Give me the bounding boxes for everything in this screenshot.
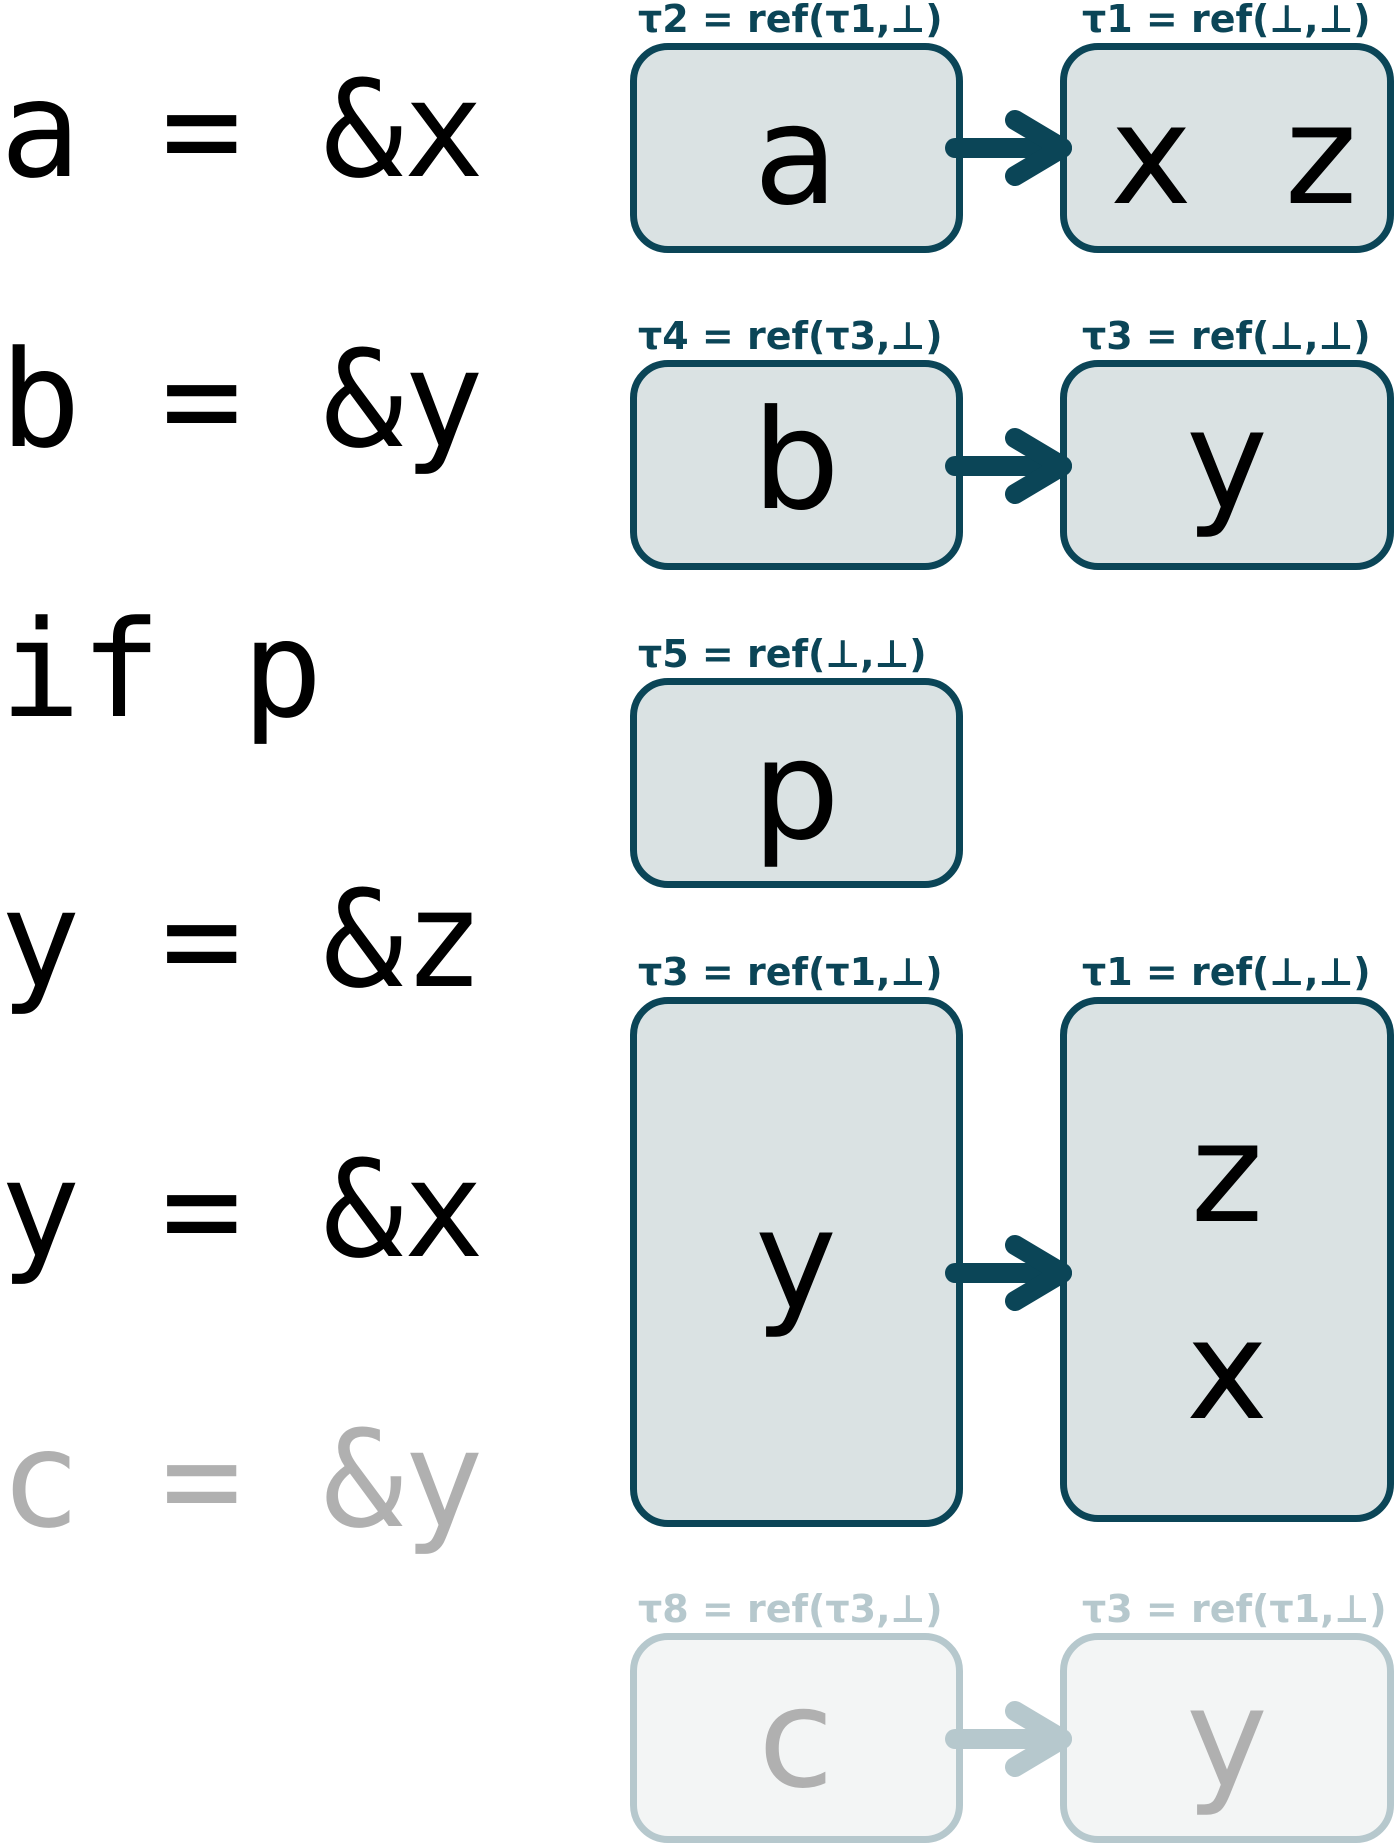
node-var: x xyxy=(1110,75,1192,236)
type-label: τ3 = ref(τ1,⊥) xyxy=(1082,1587,1387,1631)
pointer-arrow xyxy=(945,1235,1072,1311)
node-box xyxy=(1060,43,1394,253)
type-label: τ2 = ref(τ1,⊥) xyxy=(638,0,943,41)
type-label: τ3 = ref(⊥,⊥) xyxy=(1082,314,1371,358)
node-box xyxy=(1060,1633,1394,1843)
type-label: τ5 = ref(⊥,⊥) xyxy=(638,632,927,676)
node-var: y xyxy=(1186,380,1268,541)
node-var: z xyxy=(1190,1093,1264,1254)
code-line-3: if p xyxy=(0,592,323,748)
node-var: y xyxy=(1186,1658,1268,1819)
type-label: τ8 = ref(τ3,⊥) xyxy=(638,1587,943,1631)
code-line-5: y = &x xyxy=(0,1132,485,1288)
type-label: τ4 = ref(τ3,⊥) xyxy=(638,314,943,358)
node-box xyxy=(1060,360,1394,570)
code-line-2: b = &y xyxy=(0,322,485,478)
node-box xyxy=(1060,997,1394,1522)
pointer-arrow xyxy=(945,1701,1072,1777)
node-box xyxy=(630,997,963,1527)
node-var: x xyxy=(1186,1290,1268,1451)
pointer-arrow xyxy=(945,428,1072,504)
node-var: y xyxy=(755,1180,837,1341)
code-line-4: y = &z xyxy=(0,862,485,1018)
node-var: a xyxy=(753,75,839,236)
pointer-arrow xyxy=(945,110,1072,186)
node-var: c xyxy=(758,1658,834,1819)
code-line-1: a = &x xyxy=(0,52,485,208)
node-box xyxy=(630,1633,963,1843)
node-box xyxy=(630,678,963,888)
type-label: τ1 = ref(⊥,⊥) xyxy=(1082,0,1371,41)
type-label: τ3 = ref(τ1,⊥) xyxy=(638,950,943,994)
type-label: τ1 = ref(⊥,⊥) xyxy=(1082,950,1371,994)
node-box xyxy=(630,43,963,253)
node-var: b xyxy=(752,380,840,541)
code-line-6: c = &y xyxy=(0,1402,485,1558)
node-var: p xyxy=(752,710,840,871)
node-var: z xyxy=(1284,75,1358,236)
